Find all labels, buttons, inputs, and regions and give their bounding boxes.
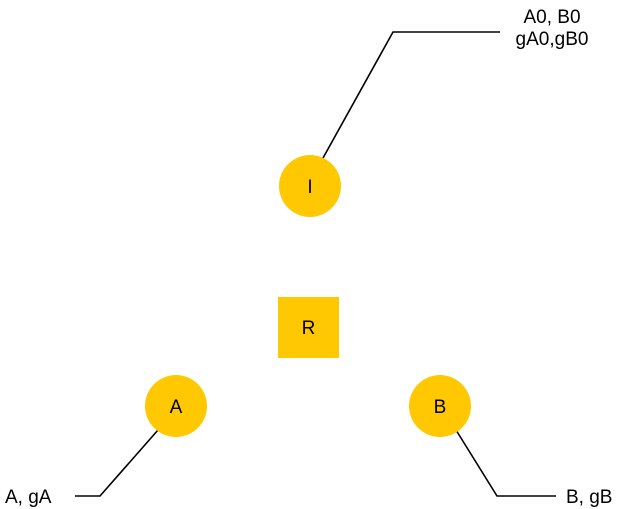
node-r-square: [278, 297, 339, 358]
node-r-label: R: [302, 318, 316, 339]
node-i-circle: [279, 155, 341, 217]
annotation-a: A, gA: [5, 487, 52, 508]
node-a[interactable]: A: [145, 375, 207, 437]
node-b-circle: [409, 375, 471, 437]
leader-line-a: [75, 429, 159, 497]
node-b[interactable]: B: [409, 375, 471, 437]
node-a-label: A: [170, 397, 183, 418]
annotation-i-line2: gA0,gB0: [516, 29, 589, 50]
node-i[interactable]: I: [279, 155, 341, 217]
node-a-circle: [145, 375, 207, 437]
leader-line-i: [322, 31, 500, 159]
node-b-label: B: [434, 397, 447, 418]
annotation-i-line1: A0, B0: [523, 7, 580, 28]
node-i-label: I: [307, 177, 312, 198]
leader-line-b: [455, 429, 556, 497]
annotation-b: B, gB: [566, 487, 612, 508]
node-r[interactable]: R: [278, 297, 339, 358]
